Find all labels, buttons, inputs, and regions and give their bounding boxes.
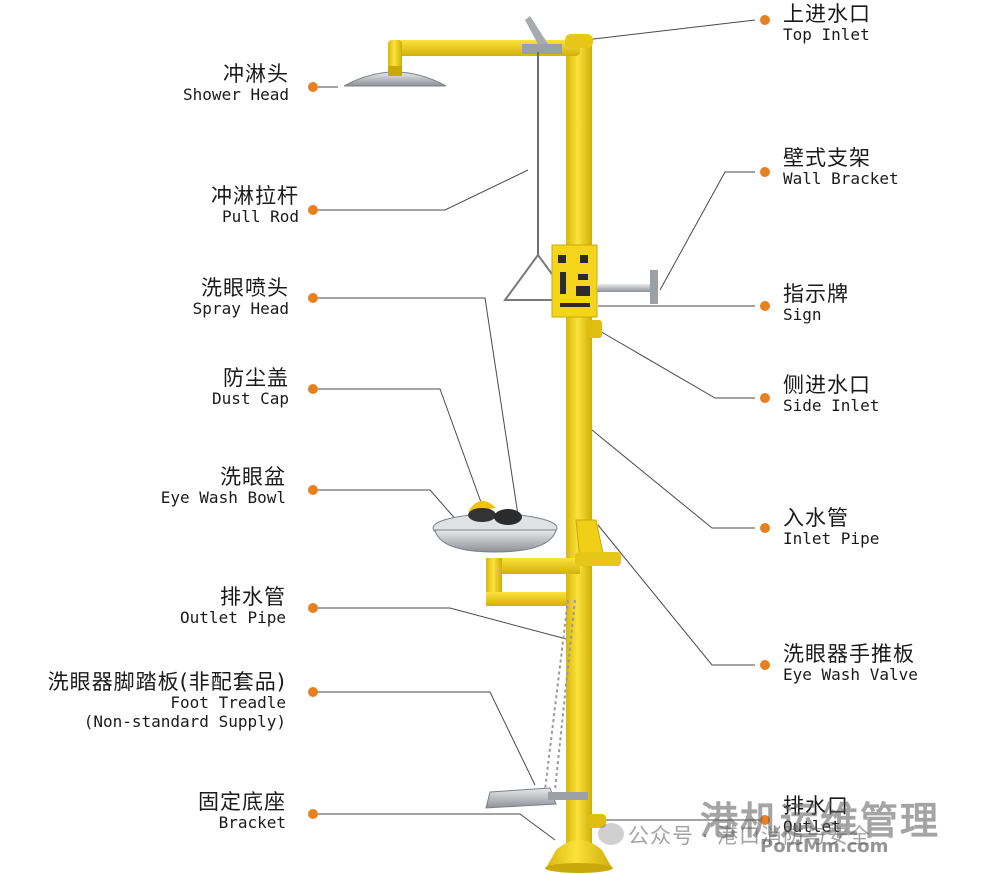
label-dust-cap: 防尘盖 Dust Cap (212, 366, 289, 409)
label-top-inlet: 上进水口 Top Inlet (783, 2, 871, 45)
leader-lines (318, 19, 760, 841)
leader-dot (760, 660, 770, 670)
watermark-title: 港机运维管理 (700, 799, 941, 843)
leader-dot (308, 205, 318, 215)
label-outlet: 排水口 Outlet (783, 794, 849, 837)
label-en: Inlet Pipe (783, 529, 880, 549)
label-zh: 固定底座 (198, 790, 286, 814)
label-en: Top Inlet (783, 25, 870, 45)
label-eye-wash-valve: 洗眼器手推板 Eye Wash Valve (783, 642, 918, 685)
label-zh: 洗眼器手推板 (783, 642, 915, 666)
label-zh: 冲淋头 (223, 62, 289, 86)
leader-dot (760, 301, 770, 311)
label-zh: 入水管 (783, 506, 849, 530)
label-side-inlet: 侧进水口 Side Inlet (783, 373, 879, 416)
leader-dot (760, 523, 770, 533)
label-en: Outlet (783, 817, 841, 837)
label-zh: 防尘盖 (223, 366, 289, 390)
label-shower-head: 冲淋头 Shower Head (183, 62, 289, 105)
leader-dot (308, 603, 318, 613)
leader-dot (308, 687, 318, 697)
label-en: Foot Treadle (170, 693, 286, 713)
leader-dot (308, 485, 318, 495)
leader-dot (760, 815, 770, 825)
label-zh: 排水口 (783, 794, 849, 818)
label-en: Pull Rod (221, 207, 299, 227)
leader-dot (308, 809, 318, 819)
label-zh: 冲淋拉杆 (211, 184, 299, 208)
label-en: Dust Cap (211, 389, 289, 409)
label-en: Bracket (218, 813, 286, 833)
label-zh: 上进水口 (783, 2, 871, 26)
leader-dot (308, 293, 318, 303)
watermark-account: 公众号 · 港口消防与安全 (628, 824, 872, 848)
leader-dot (760, 167, 770, 177)
label-en: Eye Wash Bowl (160, 488, 286, 508)
label-en: Spray Head (192, 299, 289, 319)
label-zh: 壁式支架 (783, 146, 871, 170)
label-en: Wall Bracket (783, 169, 899, 189)
label-pull-rod: 冲淋拉杆 Pull Rod (211, 184, 299, 227)
watermark-url: PortMm.com (760, 836, 889, 857)
label-en: Outlet Pipe (180, 608, 286, 628)
leader-dot (760, 393, 770, 403)
label-foot-treadle: 洗眼器脚踏板(非配套品) Foot Treadle (Non-standard … (48, 670, 286, 731)
wechat-icon (598, 823, 624, 845)
label-wall-bracket: 壁式支架 Wall Bracket (783, 146, 899, 189)
label-zh: 洗眼喷头 (201, 276, 289, 300)
label-en: Sign (783, 305, 822, 325)
label-zh: 指示牌 (783, 282, 849, 306)
leader-dot (760, 15, 770, 25)
label-en-note: (Non-standard Supply) (83, 711, 286, 731)
label-sign: 指示牌 Sign (783, 282, 849, 325)
label-outlet-pipe: 排水管 Outlet Pipe (180, 585, 286, 628)
leader-dot (308, 82, 318, 92)
label-eye-wash-bowl: 洗眼盆 Eye Wash Bowl (161, 465, 286, 508)
label-zh: 洗眼盆 (220, 465, 286, 489)
label-zh: 洗眼器脚踏板(非配套品) (47, 670, 286, 694)
label-bracket: 固定底座 Bracket (198, 790, 286, 833)
label-zh: 排水管 (220, 585, 286, 609)
leader-dot (308, 384, 318, 394)
label-en: Side Inlet (783, 396, 880, 416)
label-spray-head: 洗眼喷头 Spray Head (193, 276, 289, 319)
label-zh: 侧进水口 (783, 373, 871, 397)
label-en: Shower Head (183, 85, 289, 105)
label-inlet-pipe: 入水管 Inlet Pipe (783, 506, 879, 549)
label-en: Eye Wash Valve (783, 665, 918, 685)
